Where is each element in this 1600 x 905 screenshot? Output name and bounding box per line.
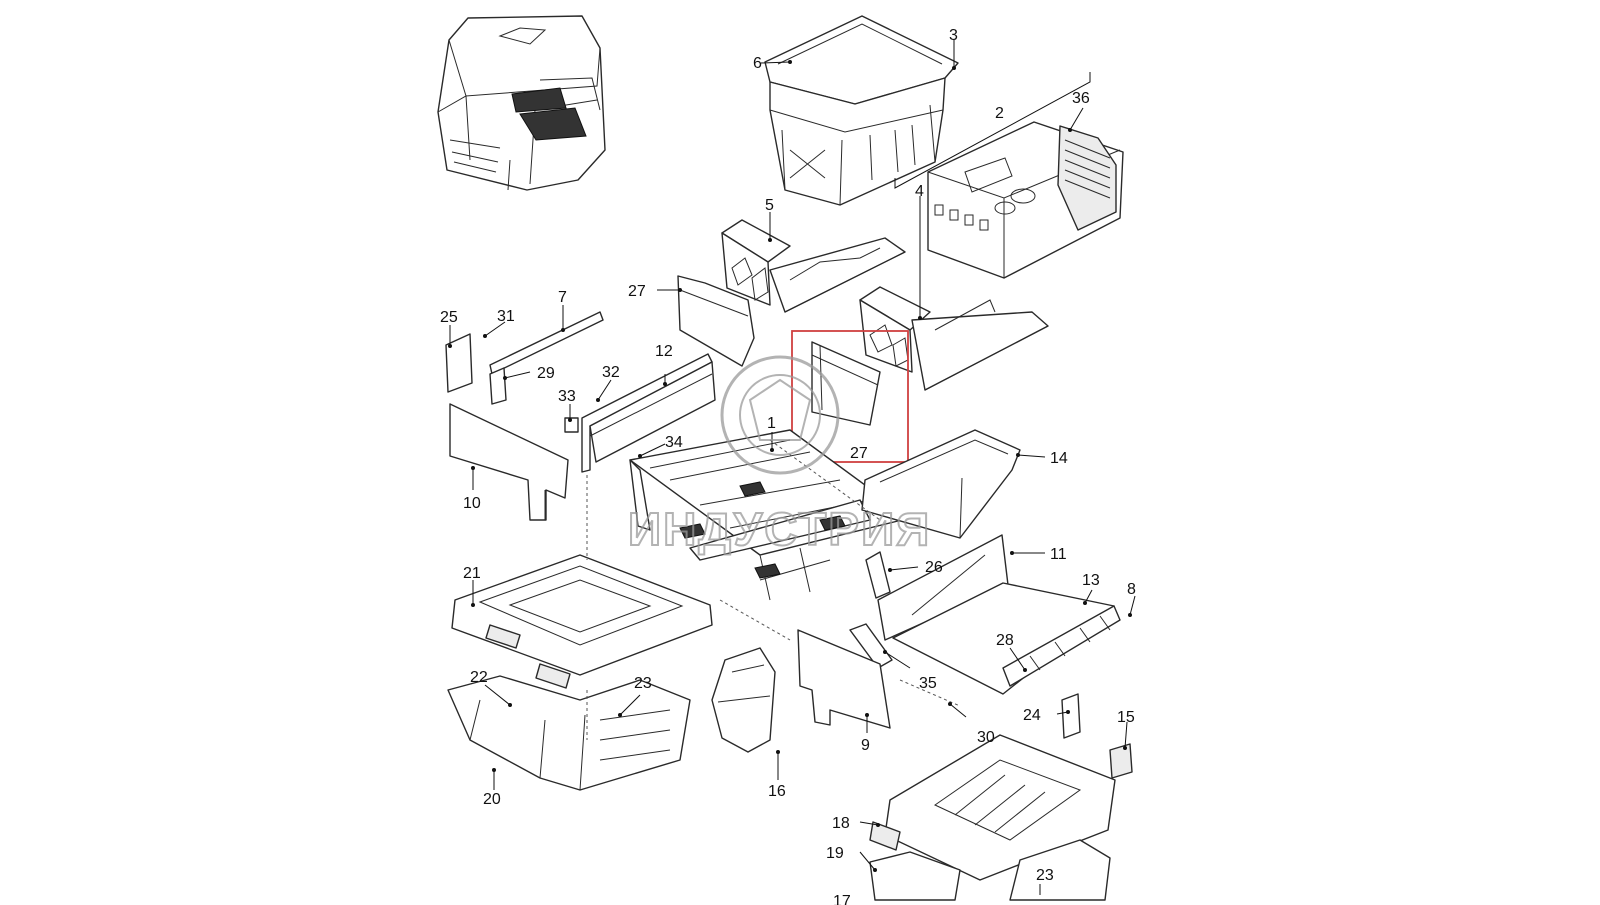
storage-bin (764, 15, 959, 206)
callout-14: 14 (1050, 450, 1068, 467)
callout-29: 29 (537, 365, 555, 382)
lower-console-rack (859, 286, 1049, 391)
callout-9: 9 (861, 737, 870, 754)
callout-2: 2 (995, 105, 1004, 122)
callout-28: 28 (996, 632, 1014, 649)
side-panel-upper (677, 275, 755, 367)
callout-33: 33 (558, 388, 576, 405)
support-struts (797, 551, 961, 729)
watermark-text: ИНДУСТРИЯ (628, 503, 931, 555)
center-rail-assembly (564, 353, 716, 473)
callout-22: 22 (470, 669, 488, 686)
callout-5: 5 (765, 197, 774, 214)
callout-3: 3 (949, 27, 958, 44)
callout-31: 31 (497, 308, 515, 325)
callout-19: 19 (826, 845, 844, 862)
bracket-and-block (1061, 693, 1133, 779)
callout-30: 30 (977, 729, 995, 746)
callout-12: 12 (655, 343, 673, 360)
floor-frame (629, 429, 911, 601)
callout-1: 1 (767, 415, 776, 432)
refrigerator-unit (927, 121, 1124, 279)
callout-15: 15 (1117, 709, 1135, 726)
callout-26: 26 (925, 559, 943, 576)
side-panel-highlighted (811, 341, 881, 426)
callout-10: 10 (463, 495, 481, 512)
shelf-and-rail (892, 582, 1121, 695)
callout-16: 16 (768, 783, 786, 800)
upper-console-rack (721, 219, 906, 313)
callout-7: 7 (558, 289, 567, 306)
watermark: ИНДУСТРИЯ (627, 355, 931, 556)
callout-20: 20 (483, 791, 501, 808)
callout-34: 34 (665, 434, 683, 451)
callout-27-highlighted: 27 (850, 445, 868, 462)
callout-23-lower: 23 (1036, 867, 1054, 884)
callout-25: 25 (440, 309, 458, 326)
callout-36: 36 (1072, 90, 1090, 107)
left-bracket-assembly (445, 311, 604, 521)
callout-24: 24 (1023, 707, 1041, 724)
callout-8: 8 (1127, 581, 1136, 598)
seat-cover (711, 647, 776, 753)
callout-35: 35 (919, 675, 937, 692)
truck-cab-thumbnail (437, 15, 606, 191)
callout-23: 23 (634, 675, 652, 692)
callout-13: 13 (1082, 572, 1100, 589)
callout-32: 32 (602, 364, 620, 381)
highlight-box (791, 330, 909, 463)
callout-labels: 1 2 3 4 5 6 7 8 9 10 11 12 13 14 15 16 1… (440, 27, 1136, 905)
callout-6: 6 (753, 55, 762, 72)
callout-4: 4 (915, 183, 924, 200)
callout-18: 18 (832, 815, 850, 832)
callout-11: 11 (1050, 546, 1067, 563)
callout-17: 17 (833, 893, 851, 905)
callout-27: 27 (628, 283, 646, 300)
leader-lines (448, 40, 1136, 895)
lower-storage-tub (869, 734, 1116, 901)
watermark-emblem-icon (720, 355, 840, 475)
drawer-tray (861, 429, 1021, 539)
callout-21: 21 (463, 565, 481, 582)
